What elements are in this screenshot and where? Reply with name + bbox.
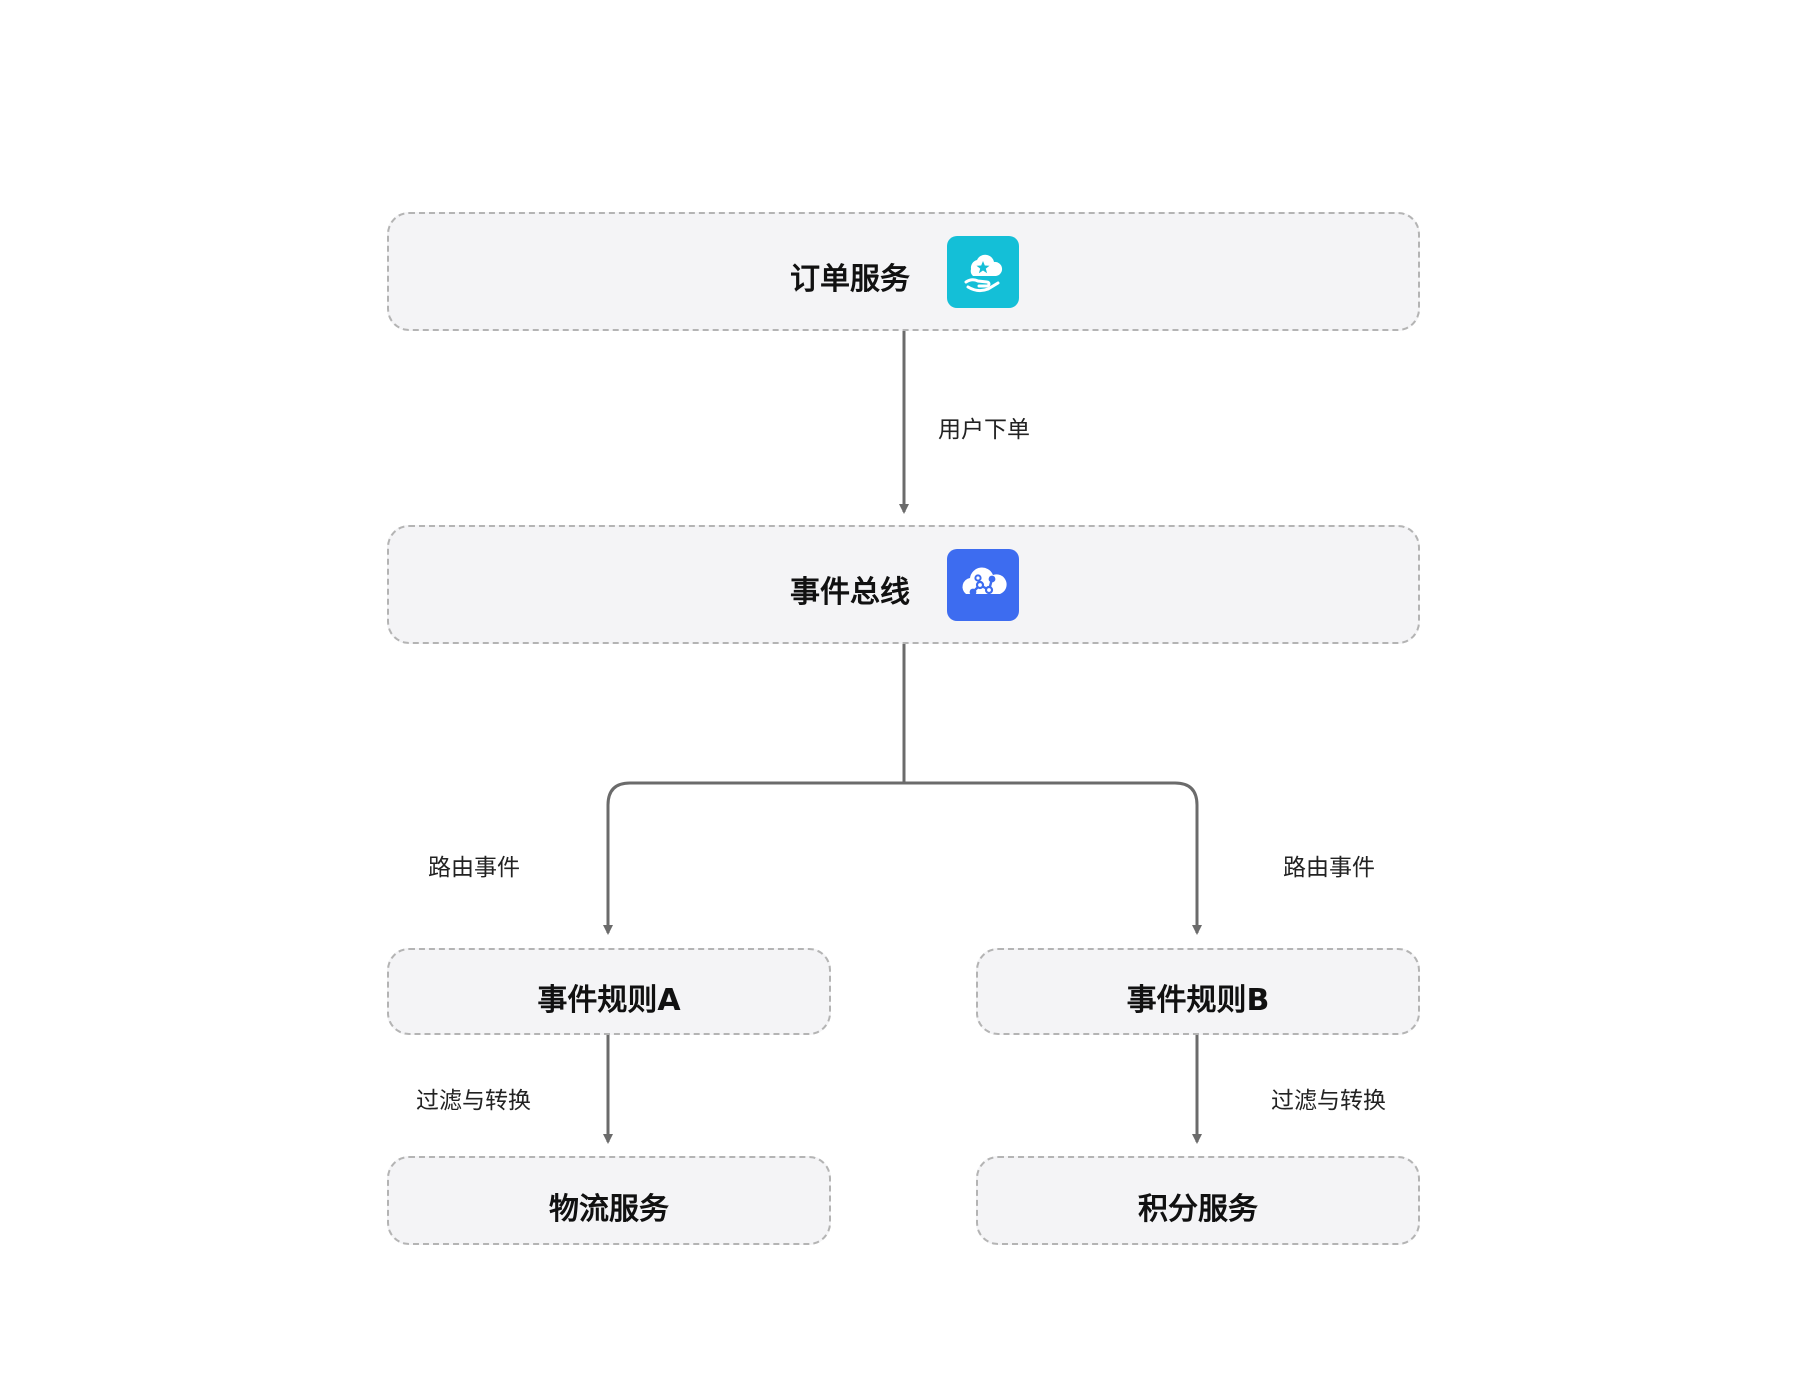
edge-label-filter-left: 过滤与转换 [416,1088,531,1114]
event-bus-title: 事件总线 [790,575,910,610]
event-rule-b-node[interactable]: 事件规则B [976,948,1420,1035]
arrow-bus-to-rule-b [904,781,1202,935]
cloud-hand-star-icon [947,236,1019,308]
order-service-title: 订单服务 [790,262,910,297]
event-bus-node[interactable]: 事件总线 [387,525,1420,644]
logistics-service-title: 物流服务 [549,1192,669,1227]
edge-label-route-right: 路由事件 [1283,855,1375,881]
cloud-network-icon [947,549,1019,621]
event-rule-a-node[interactable]: 事件规则A [387,948,831,1035]
arrow-bus-to-rule-a [603,781,904,935]
edge-label-route-left: 路由事件 [428,855,520,881]
points-service-title: 积分服务 [1138,1192,1258,1227]
edge-label-filter-right: 过滤与转换 [1271,1088,1386,1114]
event-rule-a-title: 事件规则A [537,983,681,1018]
order-service-node[interactable]: 订单服务 [387,212,1420,331]
event-rule-b-title: 事件规则B [1126,983,1270,1018]
edge-label-place-order: 用户下单 [938,417,1030,443]
logistics-service-node[interactable]: 物流服务 [387,1156,831,1245]
points-service-node[interactable]: 积分服务 [976,1156,1420,1245]
